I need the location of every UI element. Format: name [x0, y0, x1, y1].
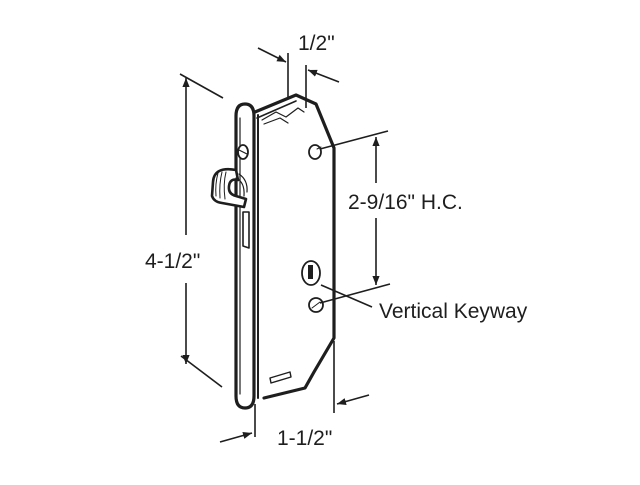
bottom-slot	[269, 371, 292, 384]
screw-top-icon	[237, 144, 249, 160]
keyway-label: Vertical Keyway	[379, 300, 528, 323]
lock-case	[253, 93, 336, 400]
dimension-hole-centers	[319, 130, 391, 304]
dimension-width	[219, 341, 370, 443]
height-label: 4-1/2"	[145, 250, 200, 273]
latch-slot	[242, 211, 250, 249]
keyway-icon	[301, 260, 321, 286]
width-label: 1-1/2"	[277, 427, 332, 450]
hook-latch	[210, 167, 248, 209]
keyway-callout-leader	[320, 284, 373, 308]
lock-body	[210, 93, 336, 410]
hole-centers-label: 2-9/16" H.C.	[348, 191, 463, 214]
thickness-label: 1/2"	[298, 32, 335, 55]
dimension-thickness	[257, 47, 340, 108]
mounting-hole-bottom-icon	[308, 297, 324, 313]
mounting-hole-top-icon	[308, 144, 322, 160]
dimension-height	[179, 73, 224, 388]
